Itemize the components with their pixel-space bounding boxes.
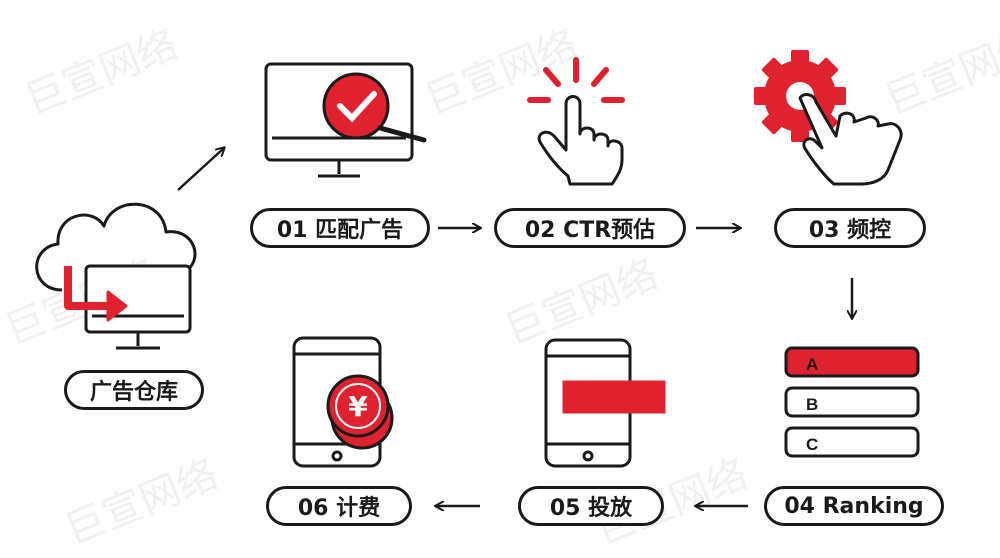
hand-tap-icon (527, 57, 625, 186)
gear-hand-icon (754, 50, 903, 186)
ranking-list-icon (784, 346, 920, 458)
step-05-deliver-label: 05 投放 (518, 486, 664, 526)
step-06-billing-label: 06 计费 (266, 486, 412, 526)
ranking-item-b: B (806, 395, 818, 414)
step-02-ctr-label: 02 CTR预估 (494, 208, 686, 248)
monitor-magnifier-icon (264, 62, 427, 178)
step-ad-warehouse-label: 广告仓库 (64, 370, 204, 410)
cloud-monitor-icon (35, 202, 197, 350)
step-01-match-label: 01 匹配广告 (250, 208, 430, 248)
ranking-item-c: C (806, 435, 818, 454)
ranking-item-a: A (806, 355, 818, 374)
step-03-freq-label: 03 频控 (774, 208, 926, 248)
flow-arrows (177, 148, 852, 506)
phone-yen-coin-icon (292, 336, 394, 468)
yen-symbol: ¥ (348, 390, 368, 423)
arrow-warehouse-to-match (177, 148, 224, 191)
phone-banner-icon (544, 338, 666, 468)
step-04-ranking-label: 04 Ranking (764, 486, 944, 526)
